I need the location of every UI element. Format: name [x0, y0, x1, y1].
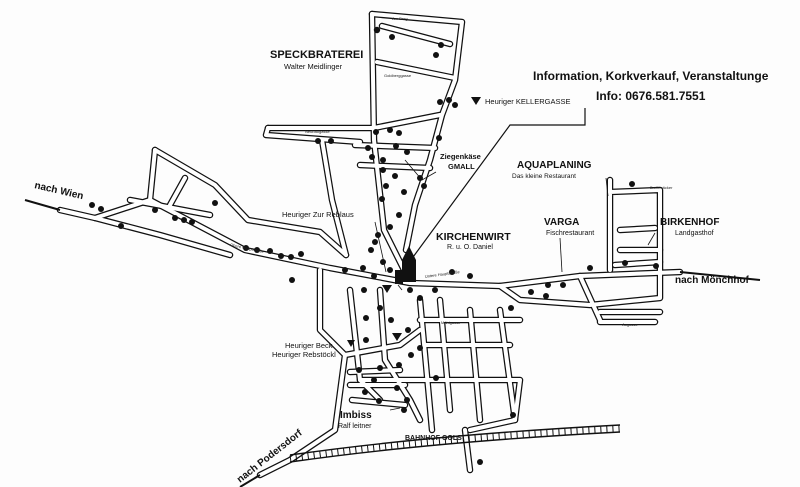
kirchenwirt-title: KIRCHENWIRT — [436, 231, 511, 243]
street-untere-hauptstrasse: Untere Hauptstraße — [424, 269, 460, 279]
speckbraterei-title: SPECKBRATEREI — [270, 49, 363, 61]
info-line-1: Information, Korkverkauf, Veranstaltunge — [533, 69, 769, 83]
street-goldberggasse: Goldberggasse — [384, 73, 412, 78]
exit-roads — [24, 199, 761, 487]
birkenhof-sub: Landgasthof — [675, 230, 714, 237]
heuriger-reblaus-icon — [382, 285, 392, 293]
heuriger-beck-icon — [347, 340, 355, 347]
imbiss-sub: Ralf leitner — [338, 423, 372, 430]
heuriger-rebstoeckl-icon — [392, 333, 402, 341]
street-augasse: Augasse — [622, 322, 638, 327]
street-neubaugasse: Neubaugasse — [305, 129, 330, 134]
info-callout: Information, Korkverkauf, Veranstaltunge… — [404, 69, 769, 269]
ziegenkaese-label-2: GMALL — [448, 162, 475, 171]
aquaplaning-title: AQUAPLANING — [517, 160, 592, 171]
heuriger-kellergasse-label: Heuriger KELLERGASSE — [485, 97, 570, 106]
bahnhof-label: BAHNHOF GOLS — [405, 435, 462, 442]
heuriger-rebstoeckl-label: Heuriger Rebstöckl — [272, 350, 336, 359]
heuriger-kellergasse-icon — [471, 97, 481, 105]
ziegenkaese-label-1: Ziegenkäse — [440, 152, 481, 161]
street-breitenaecker: Breitenäcker — [650, 185, 673, 190]
aquaplaning-sub: Das kleine Restaurant — [512, 173, 576, 180]
imbiss-title: Imbiss — [340, 410, 372, 421]
varga-sub: Fischrestaurant — [546, 230, 594, 237]
varga-title: VARGA — [544, 217, 579, 228]
direction-wien: nach Wien — [33, 180, 84, 202]
railway — [289, 424, 621, 463]
street-am-berg: Am Berg — [392, 16, 408, 21]
info-line-2: Info: 0676.581.7551 — [596, 89, 706, 103]
heuriger-reblaus-label: Heuriger Zur Reblaus — [282, 210, 354, 219]
street-muehlgasse: Mühlgasse — [441, 320, 461, 325]
direction-moenchhof: nach Mönchhof — [675, 275, 750, 286]
birkenhof-title: BIRKENHOF — [660, 217, 719, 228]
winery-markers — [89, 26, 659, 465]
place-labels: SPECKBRATEREI Walter Meidlinger Heuriger… — [270, 49, 719, 442]
heuriger-markers — [347, 97, 481, 347]
speckbraterei-sub: Walter Meidlinger — [284, 62, 343, 71]
heuriger-beck-label: Heuriger Beck — [285, 341, 333, 350]
church-icon — [395, 246, 416, 284]
road-network — [56, 10, 684, 479]
kirchenwirt-sub: R. u. O. Daniel — [447, 244, 493, 251]
